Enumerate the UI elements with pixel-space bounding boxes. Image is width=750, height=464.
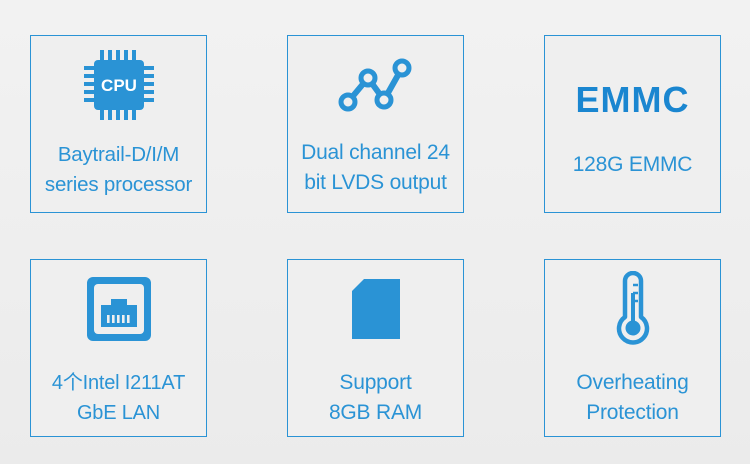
emmc-title-area: EMMC bbox=[545, 36, 720, 148]
cpu-chip-text: CPU bbox=[101, 76, 137, 95]
feature-label: Dual channel 24 bit LVDS output bbox=[301, 138, 450, 198]
feature-label: Overheating Protection bbox=[576, 368, 688, 428]
overheat-icon-area bbox=[545, 260, 720, 358]
feature-label-line1: Overheating bbox=[576, 371, 689, 394]
feature-card-cpu: CPU Baytrail-D/I/M series processor bbox=[30, 35, 207, 213]
feature-card-ram: Support 8GB RAM bbox=[287, 259, 464, 437]
lan-icon-area bbox=[31, 260, 206, 358]
ethernet-port-icon bbox=[86, 277, 151, 341]
feature-label-line2: bit LVDS output bbox=[304, 171, 447, 194]
feature-card-emmc: EMMC 128G EMMC bbox=[544, 35, 721, 213]
feature-label-line1: Dual channel 24 bbox=[301, 141, 450, 164]
feature-label-line1: 128G EMMC bbox=[572, 153, 693, 176]
memory-card-icon bbox=[351, 279, 400, 339]
feature-card-lvds: Dual channel 24 bit LVDS output bbox=[287, 35, 464, 213]
feature-label-line2: GbE LAN bbox=[76, 402, 161, 424]
emmc-title: EMMC bbox=[575, 79, 690, 120]
feature-label-line1: Support bbox=[339, 371, 412, 394]
feature-label-line2: series processor bbox=[44, 173, 193, 196]
feature-label: 4个Intel I211AT GbE LAN bbox=[52, 368, 185, 428]
cpu-icon-area: CPU bbox=[31, 36, 206, 134]
thermometer-icon bbox=[616, 271, 649, 345]
feature-label-line2: 8GB RAM bbox=[328, 401, 423, 424]
lvds-icon-area bbox=[288, 36, 463, 134]
feature-label: 128G EMMC bbox=[573, 150, 693, 180]
feature-label: Support 8GB RAM bbox=[329, 368, 422, 428]
cpu-chip-icon: CPU bbox=[83, 50, 154, 120]
ram-icon-area bbox=[288, 260, 463, 358]
feature-label: Baytrail-D/I/M series processor bbox=[45, 140, 192, 200]
feature-card-lan: 4个Intel I211AT GbE LAN bbox=[30, 259, 207, 437]
feature-label-line1: 4个Intel I211AT bbox=[51, 372, 186, 394]
feature-card-overheat: Overheating Protection bbox=[544, 259, 721, 437]
line-graph-icon bbox=[338, 58, 411, 112]
feature-label-line2: Protection bbox=[586, 401, 679, 424]
feature-label-line1: Baytrail-D/I/M bbox=[57, 143, 180, 166]
